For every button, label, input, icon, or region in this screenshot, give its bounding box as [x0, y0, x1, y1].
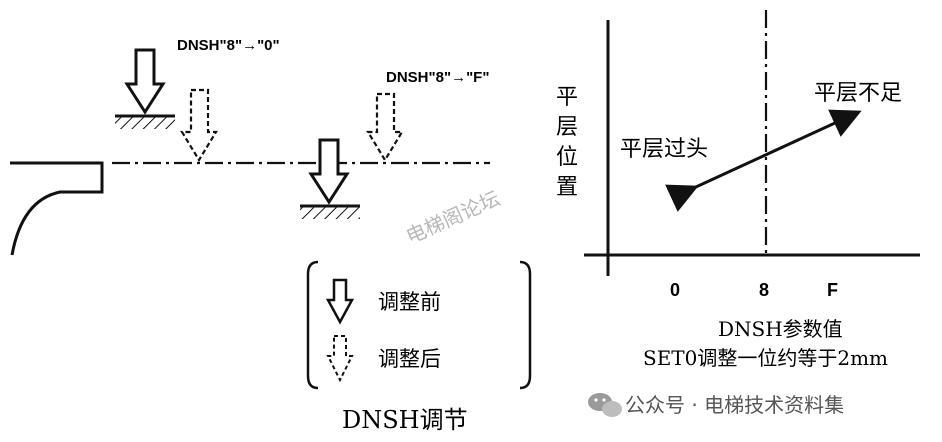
y-label-char-1: 平 — [556, 85, 578, 110]
x-tick-0: 0 — [670, 280, 680, 300]
double-arrow — [665, 109, 862, 212]
x-tick-8: 8 — [759, 280, 769, 300]
solid-arrow-before-left — [124, 48, 166, 115]
stop-hatch-middle — [300, 207, 360, 219]
solid-arrow-before-middle — [308, 138, 350, 205]
x-tick-f: F — [827, 280, 838, 300]
label-dnsh-to-f: DNSH"8"→"F" — [386, 69, 489, 86]
caption-dnsh-adjust: DNSH调节 — [342, 406, 468, 434]
over-level-label: 平层过头 — [620, 137, 708, 162]
wechat-icon — [588, 393, 622, 417]
x-caption-line1: DNSH参数值 — [718, 317, 843, 341]
legend-solid-arrow-icon — [325, 278, 355, 325]
under-level-label: 平层不足 — [814, 81, 902, 106]
stop-hatch-left — [115, 117, 175, 129]
legend-before-label: 调整前 — [378, 290, 441, 314]
label-dnsh-to-0: DNSH"8"→"0" — [177, 37, 280, 54]
y-label-char-3: 位 — [556, 145, 578, 170]
y-label-char-2: 层 — [556, 115, 578, 140]
legend-dashed-arrow-icon — [326, 335, 354, 383]
source-label: 公众号 · 电梯技术资料集 — [625, 393, 844, 417]
legend-bracket-left — [306, 260, 319, 390]
watermark-text: 电梯阁论坛 — [402, 186, 503, 249]
x-caption-line2: SET0调整一位约等于2mm — [643, 346, 888, 370]
legend-bracket-right — [519, 260, 532, 390]
car-sill-shape — [10, 161, 104, 256]
legend-after-label: 调整后 — [378, 347, 441, 371]
dashed-arrow-after-left — [180, 88, 218, 163]
y-label-char-4: 置 — [556, 175, 578, 200]
dashed-arrow-after-right — [366, 92, 404, 163]
